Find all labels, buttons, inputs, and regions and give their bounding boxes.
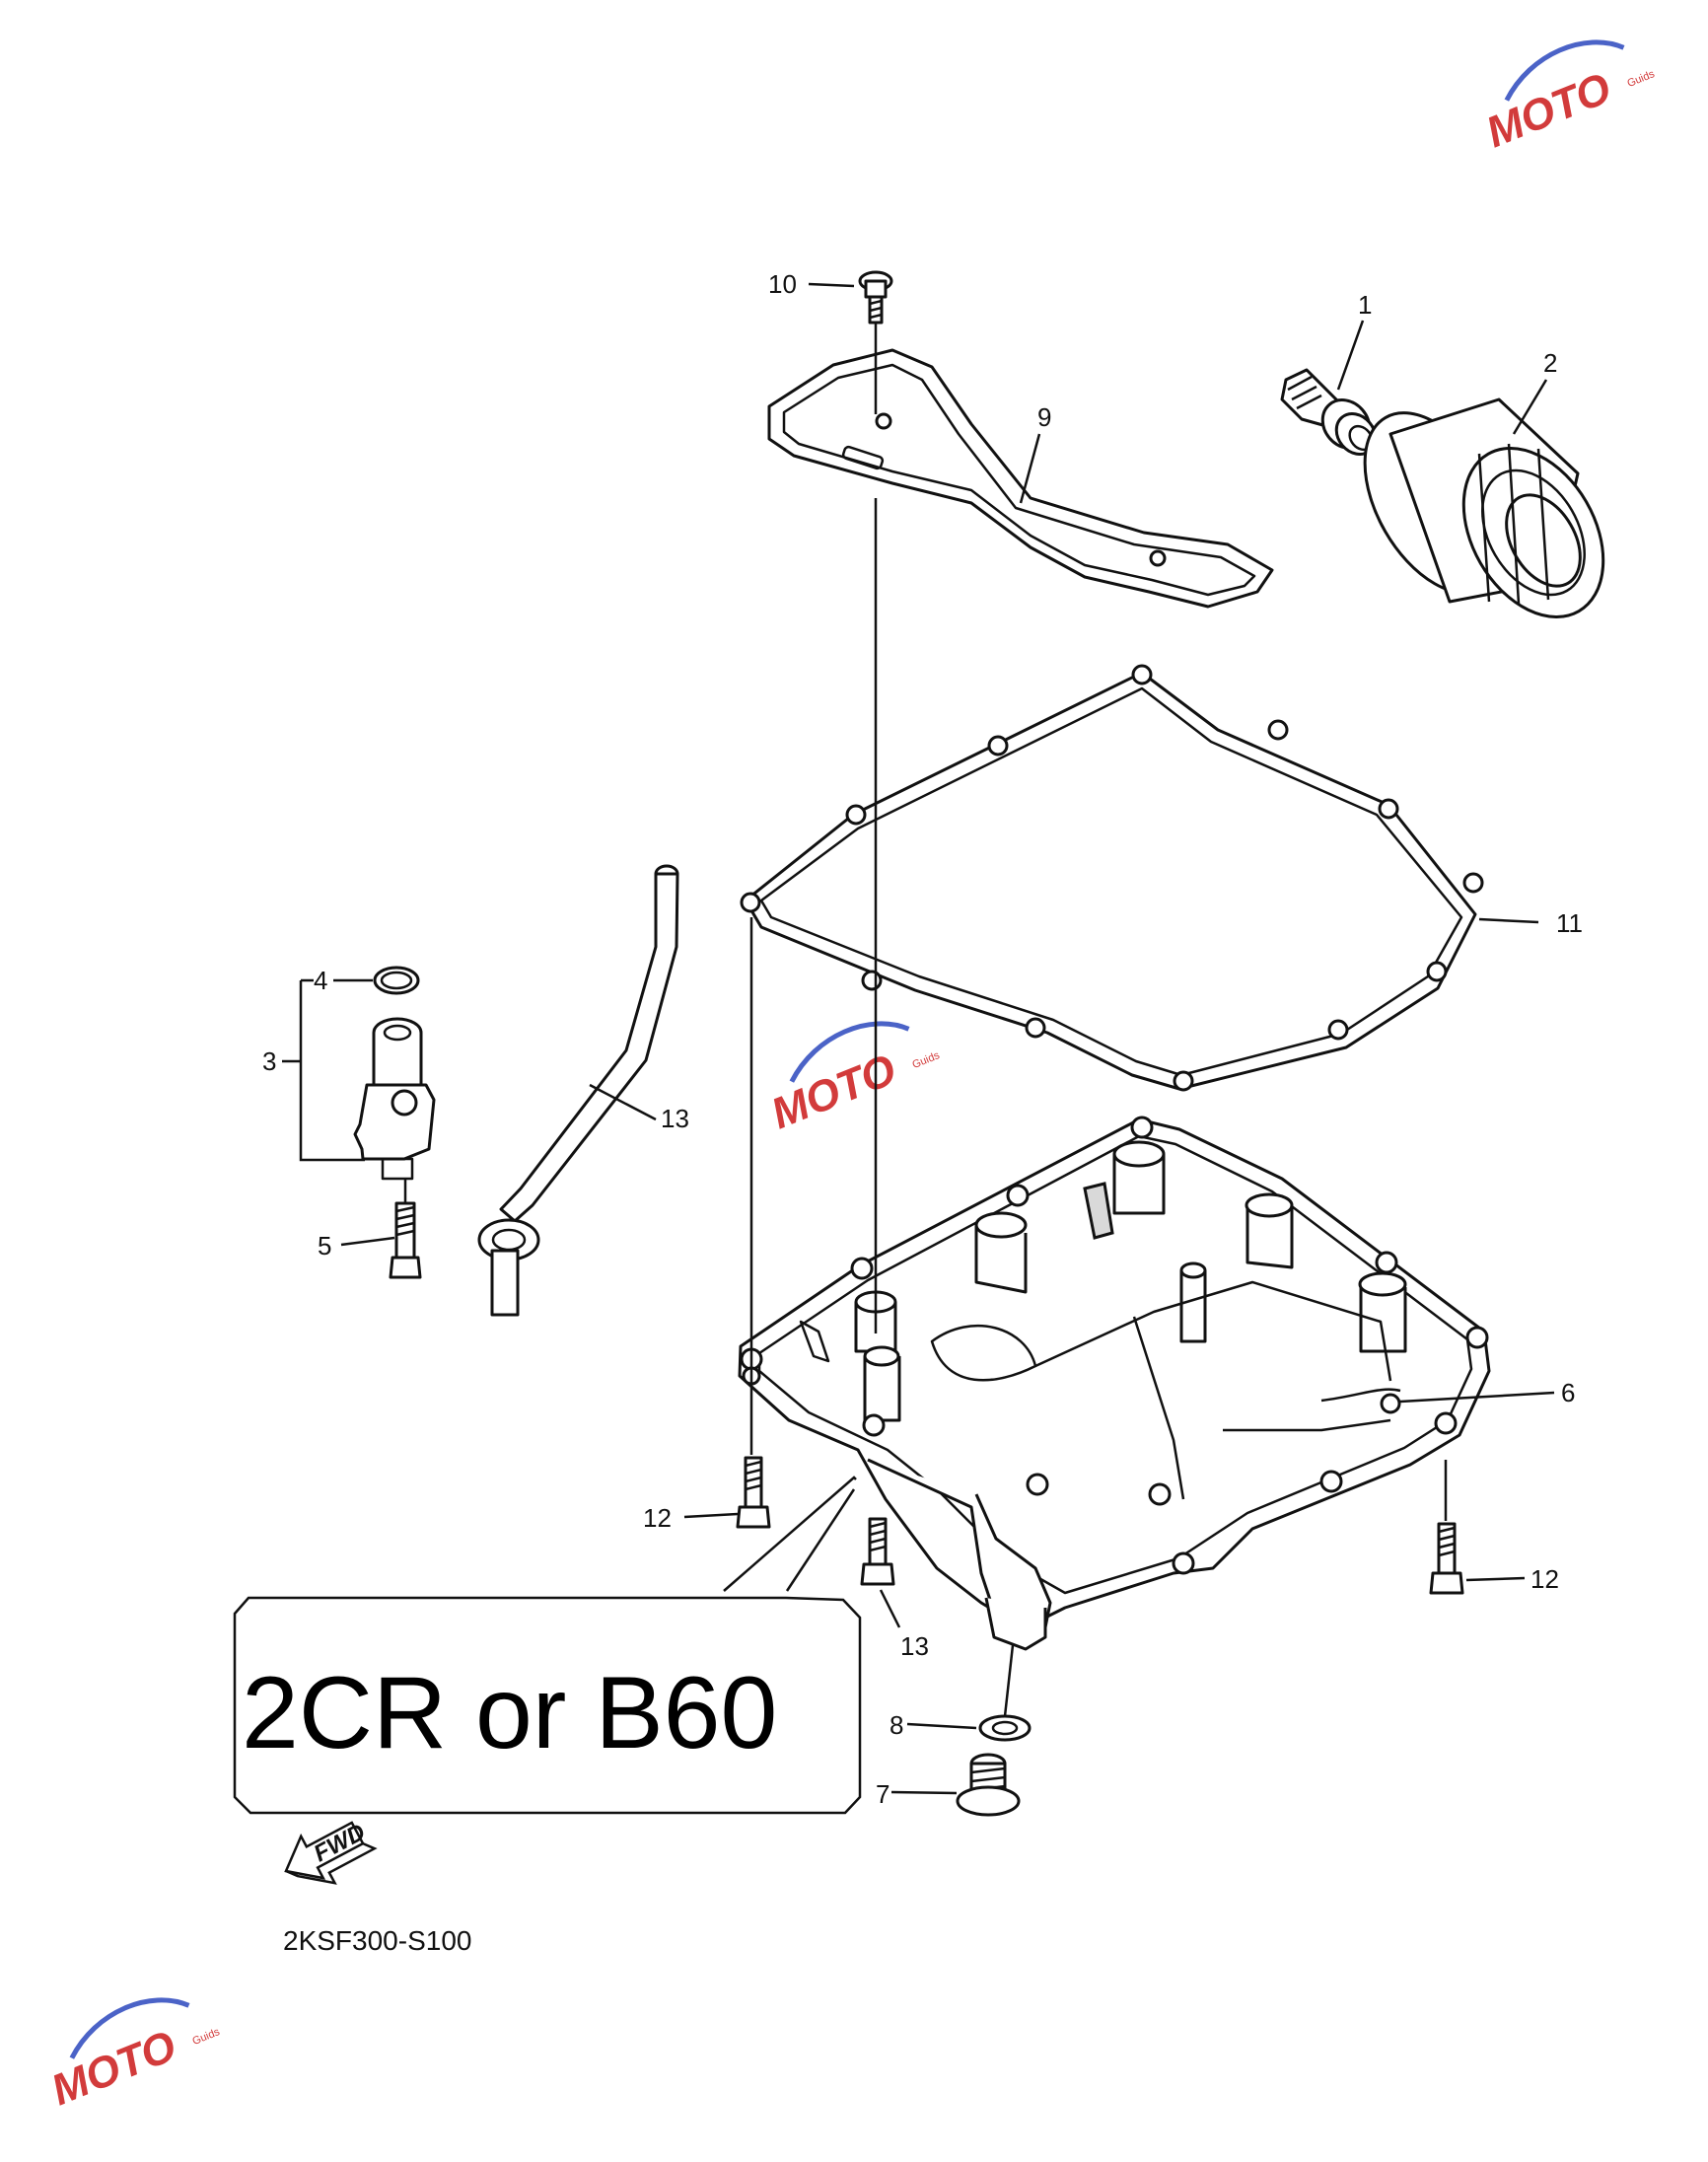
gasket-11-icon — [740, 664, 1484, 1092]
callout-12-left: 12 — [643, 1503, 672, 1533]
bolt-12-left-icon — [736, 1456, 771, 1529]
oil-pan-icon — [738, 1116, 1491, 1651]
callout-7: 7 — [876, 1779, 890, 1809]
watermark-swoosh-icon — [69, 1997, 190, 2059]
watermark-swoosh-icon — [1504, 39, 1625, 102]
callout-13: 13 — [900, 1631, 929, 1661]
leader-lines — [282, 282, 1555, 1795]
oil-pipe-14-icon — [477, 864, 679, 1317]
callout-2: 2 — [1543, 348, 1557, 378]
callout-8: 8 — [890, 1710, 903, 1740]
plug-6-icon — [1380, 1393, 1401, 1414]
watermark-text: MOTO — [44, 2022, 182, 2116]
callout-3: 3 — [262, 1046, 276, 1076]
bolt-12-right-icon — [1429, 1522, 1464, 1595]
bolt-5-icon — [389, 1201, 422, 1279]
oil-pan-bolt-holes — [740, 1116, 1489, 1575]
gasket-bolt-holes — [740, 664, 1484, 1092]
washer-8-icon — [978, 1714, 1032, 1742]
callout-12-right: 12 — [1530, 1564, 1559, 1594]
bolt-13-icon — [860, 1517, 895, 1586]
fwd-arrow-icon: FWD — [284, 1819, 378, 1885]
variant-callout-box: 2CR or B60 — [233, 1596, 862, 1815]
watermark-swoosh-icon — [789, 1021, 910, 1083]
part-code: 2KSF300-S100 — [283, 1925, 471, 1956]
callout-numbers: 10 9 1 2 11 13 4 3 5 6 12 12 13 8 7 — [262, 269, 1583, 1809]
variant-label: 2CR or B60 — [242, 1656, 777, 1770]
watermark-top-right: MOTO Guids — [1479, 39, 1657, 158]
o-ring-4-icon — [373, 966, 420, 995]
watermark-bottom-left: MOTO Guids — [44, 1997, 222, 2116]
baffle-plate-9-icon — [767, 348, 1274, 609]
callout-10: 10 — [768, 269, 797, 299]
watermark-text: MOTO — [764, 1045, 902, 1139]
callout-5: 5 — [318, 1231, 331, 1261]
relief-valve-3-icon — [353, 1017, 436, 1181]
watermark-center: MOTO Guids — [764, 1021, 942, 1139]
callout-4: 4 — [314, 966, 327, 995]
oil-filter-2-icon — [1363, 397, 1605, 618]
watermark-subtext: Guids — [190, 2026, 222, 2048]
drain-plug-7-icon — [956, 1753, 1021, 1817]
callout-11: 11 — [1556, 908, 1583, 938]
bolt-10-icon — [858, 270, 893, 324]
watermark-text: MOTO — [1479, 64, 1617, 158]
callout-14: 13 — [661, 1104, 689, 1133]
watermark-subtext: Guids — [910, 1049, 942, 1071]
callout-9: 9 — [1037, 402, 1051, 432]
callout-1: 1 — [1358, 290, 1372, 320]
fwd-label: FWD — [310, 1819, 370, 1867]
watermark-subtext: Guids — [1625, 68, 1657, 90]
callout-6: 6 — [1561, 1378, 1575, 1407]
